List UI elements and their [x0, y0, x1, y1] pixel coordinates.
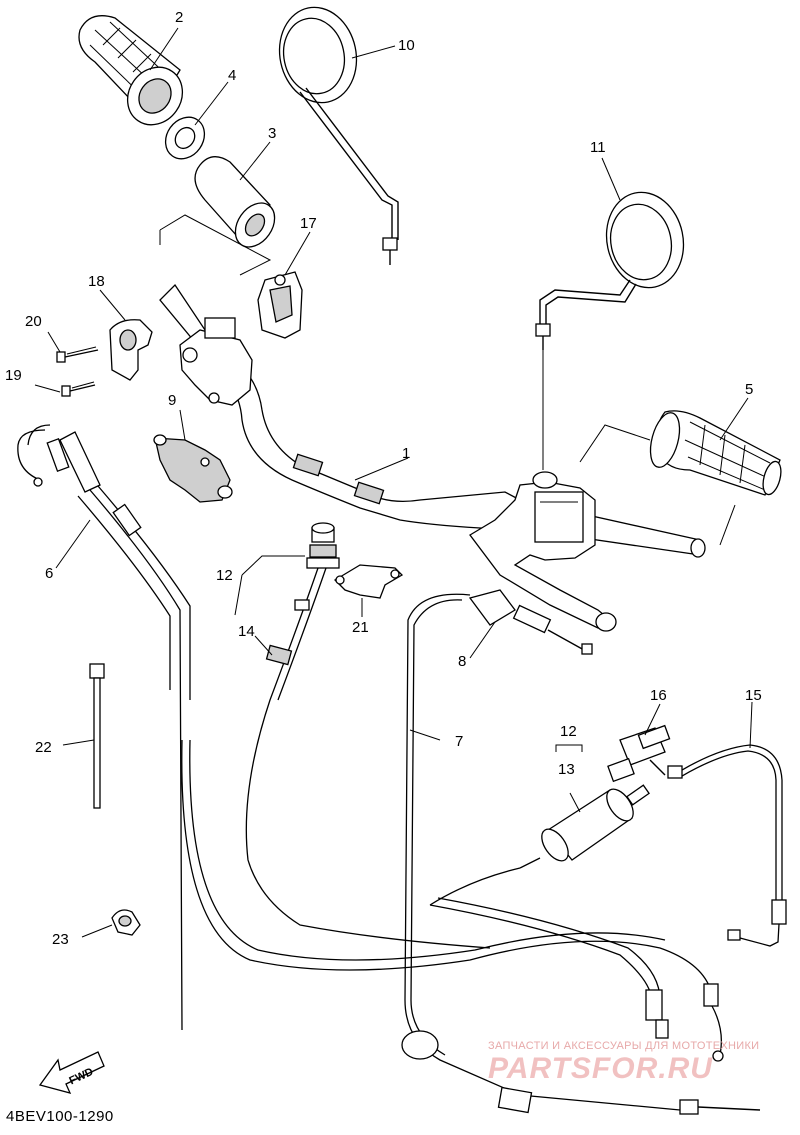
label-14: 14 — [238, 623, 255, 640]
label-13: 13 — [558, 761, 575, 778]
clutch-lever-holder — [153, 434, 233, 503]
leader-lines — [34, 27, 753, 938]
clip-23 — [111, 909, 141, 936]
label-22: 22 — [35, 739, 52, 756]
label-19: 19 — [5, 367, 22, 384]
left-grip — [78, 15, 184, 126]
cable-tie-22 — [89, 663, 105, 809]
assembly-bracket-left — [159, 214, 272, 276]
screw-20 — [56, 346, 99, 363]
label-12-left: 12 — [216, 567, 233, 584]
mirror-right — [535, 191, 685, 470]
label-23: 23 — [52, 931, 69, 948]
throttle-cable-upper — [245, 522, 491, 949]
label-6: 6 — [45, 565, 53, 582]
lower-cable-bundle — [181, 739, 724, 1062]
label-4: 4 — [228, 67, 236, 84]
screw-19 — [61, 381, 96, 397]
assembly-bracket-right — [579, 424, 736, 546]
throttle-tube — [194, 156, 276, 248]
cable-7 — [401, 593, 761, 1115]
clutch-cable — [17, 424, 191, 1031]
label-9: 9 — [168, 392, 176, 409]
right-switch-and-brake-lever — [469, 471, 617, 632]
label-7: 7 — [455, 733, 463, 750]
watermark-logo: PARTSFOR.RU — [488, 1052, 713, 1085]
cable-15 — [667, 744, 787, 947]
diagram-code: 4BEV100-1290 — [6, 1108, 114, 1125]
label-3: 3 — [268, 125, 276, 142]
label-15: 15 — [745, 687, 762, 704]
label-12-right: 12 — [560, 723, 577, 740]
part-number-labels: 1 2 3 4 5 6 7 8 9 10 11 12 12 13 14 15 1… — [5, 9, 762, 948]
label-11: 11 — [590, 139, 606, 156]
throttle-housing-upper — [257, 271, 303, 339]
switch-16 — [607, 724, 671, 783]
fwd-arrow-icon: FWD — [38, 1051, 105, 1094]
watermark-caption: ЗАПЧАСТИ И АКСЕССУАРЫ ДЛЯ МОТОТЕХНИКИ — [488, 1040, 760, 1052]
label-17: 17 — [300, 215, 317, 232]
label-10: 10 — [398, 37, 415, 54]
label-2: 2 — [175, 9, 183, 26]
cable-8-end — [468, 589, 593, 655]
right-grip — [649, 410, 782, 496]
handlebar — [159, 283, 706, 558]
label-1: 1 — [402, 445, 410, 462]
label-21: 21 — [352, 619, 369, 636]
label-16: 16 — [650, 687, 667, 704]
mirror-left — [278, 6, 399, 265]
left-switch-housing — [179, 317, 253, 406]
label-18: 18 — [88, 273, 105, 290]
cable-clamp-21 — [333, 564, 404, 599]
cable-junction-13 — [429, 784, 650, 906]
label-5: 5 — [745, 381, 753, 398]
label-8: 8 — [458, 653, 466, 670]
label-20: 20 — [25, 313, 42, 330]
grip-washer — [164, 116, 206, 160]
throttle-housing-lower — [109, 319, 153, 381]
